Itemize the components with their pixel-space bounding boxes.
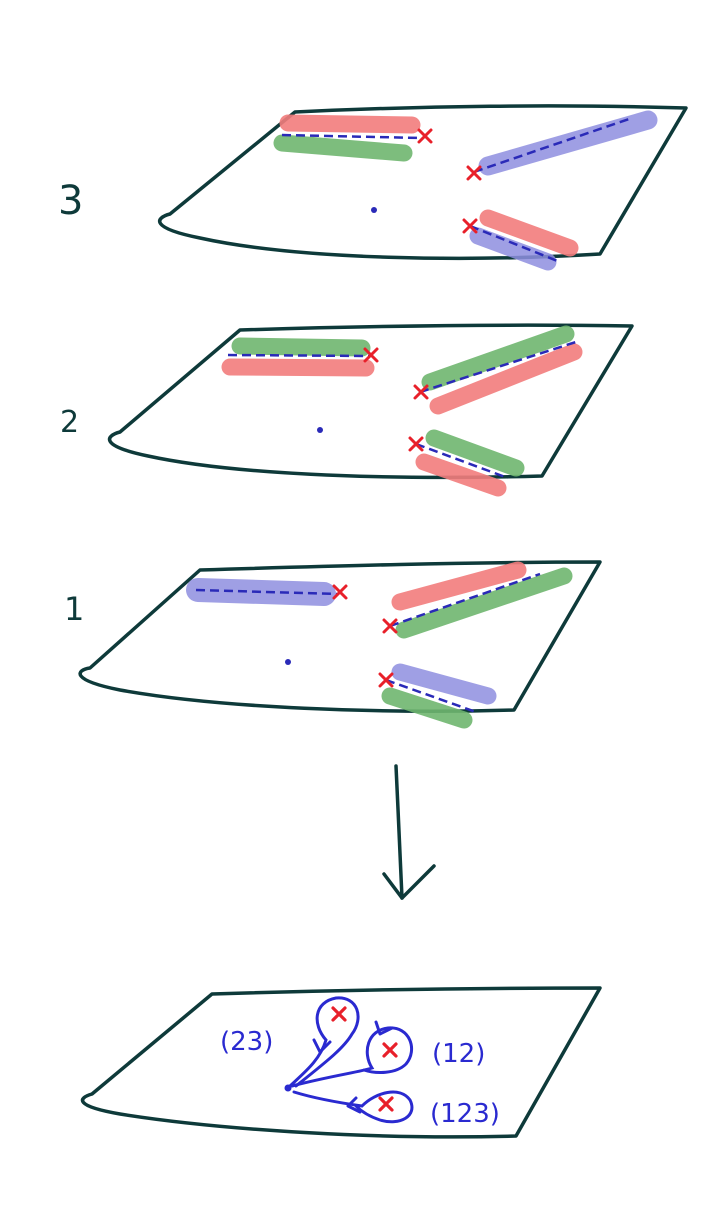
strip-blue [186,578,336,606]
strip-red [279,114,421,134]
dashed-cut [227,353,371,358]
dashed-cut [195,588,339,596]
sheet-3-outline [158,104,688,261]
sheet-label-3: 3 [58,178,83,224]
strip-green [425,429,525,477]
strip-red [479,209,579,257]
strip-red [221,358,375,377]
strip-green [231,337,371,357]
loop-label-123: (123) [430,1099,500,1129]
dashed-cut [415,442,509,480]
cut-cross [413,384,429,400]
cut-cross [417,128,433,144]
strip-blue [469,227,557,271]
cut-cross [378,672,394,688]
sheet-3 [158,104,688,271]
cut-cross [363,347,379,363]
loop-arrowhead [346,1096,362,1114]
base-point [317,427,323,433]
cut-cross [378,1096,394,1112]
strip-red [429,343,583,415]
cut-cross [382,1042,398,1058]
cut-cross [466,165,482,181]
cut-cross [382,618,398,634]
cut-cross [408,436,424,452]
loop-arrowhead [374,1020,394,1036]
loop-label-23: (23) [220,1027,273,1057]
base-sheet: (23) (12) (123) [81,986,602,1139]
strip-green [273,134,413,162]
down-arrow [382,764,436,900]
sheet-label-1: 1 [64,590,84,628]
dashed-cut [389,572,541,628]
strip-green [421,325,575,391]
loop-label-12: (12) [432,1039,485,1069]
cut-cross [462,218,478,234]
strip-blue [478,110,658,176]
sheet-2 [107,323,634,497]
dashed-cut [469,224,561,264]
strip-green [395,567,573,639]
base-point [285,659,291,665]
loop-12 [290,1026,414,1088]
base-point [371,207,377,213]
loop-123 [292,1090,414,1124]
dashed-cut [281,133,423,140]
loop-arrowhead [312,1038,332,1054]
cut-cross [332,584,348,600]
sheet-1 [78,560,602,729]
strip-red [415,453,507,497]
strip-green [381,687,473,729]
base-sheet-outline [81,986,602,1139]
dashed-cut [385,678,477,714]
cut-cross [331,1006,347,1022]
strip-red [391,561,527,611]
sheet-label-2: 2 [60,405,79,440]
strip-blue [391,663,497,705]
